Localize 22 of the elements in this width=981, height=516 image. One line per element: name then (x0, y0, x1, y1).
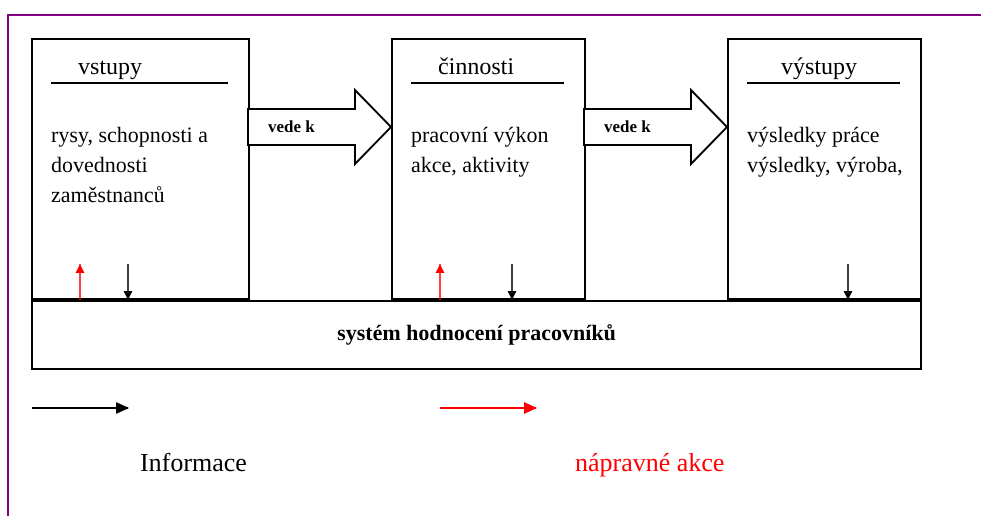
box-description: výsledky práce výsledky, výroba, (747, 121, 904, 179)
box-description: pracovní výkon akce, aktivity (411, 121, 550, 179)
arrow (436, 264, 444, 300)
arrow (508, 264, 516, 300)
box-heading: činnosti (438, 54, 514, 80)
arrow (844, 264, 852, 300)
system-box (31, 300, 922, 370)
stage-box (727, 38, 922, 300)
stage-box (391, 38, 586, 300)
block-arrow (583, 88, 728, 166)
box-description: rysy, schopnosti a dovednosti zaměstnanců (51, 121, 209, 209)
box-title: systém hodnocení pracovníků (337, 319, 616, 347)
edge-label: vede k (268, 117, 315, 137)
arrow (76, 264, 84, 300)
arrow (124, 264, 132, 300)
stage-box (31, 38, 250, 300)
box-heading: vstupy (78, 54, 142, 80)
block-arrow (247, 88, 392, 166)
edge-label: vede k (604, 117, 651, 137)
box-heading: výstupy (781, 54, 858, 80)
legend-label: nápravné akce (575, 448, 724, 478)
legend-label: Informace (140, 448, 247, 478)
